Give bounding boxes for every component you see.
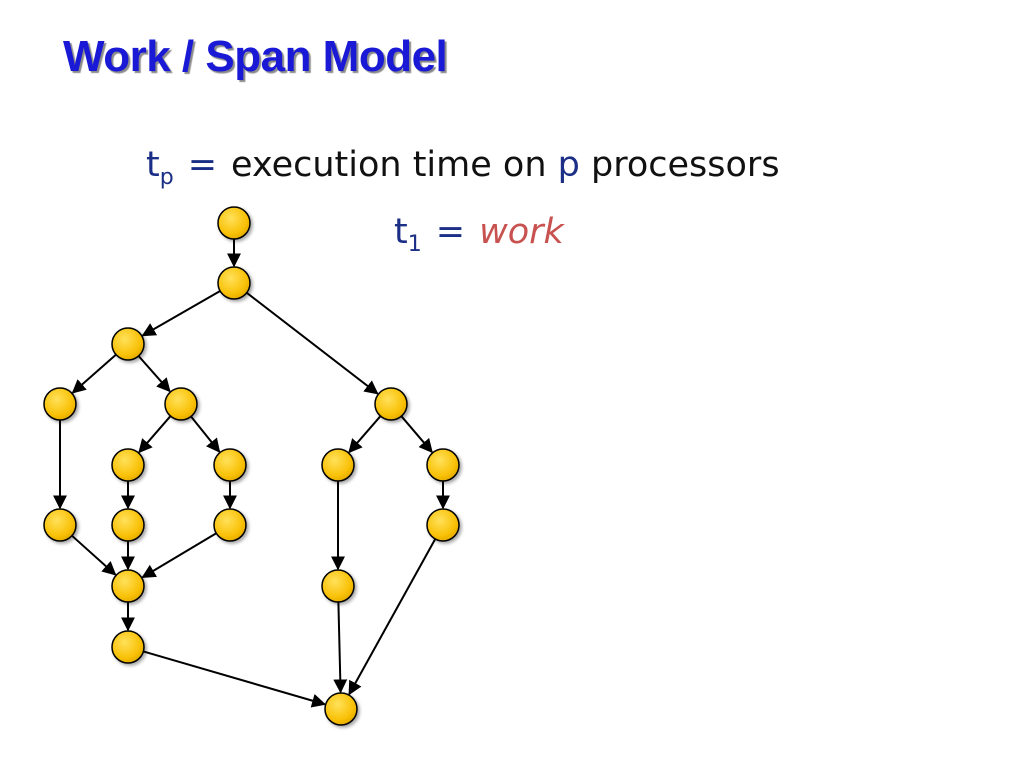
dag-node-n2 [111,327,145,361]
dag-edge-n1-n5 [246,291,379,395]
dag-edge-n2-n3 [71,353,117,394]
dag-node-n0 [217,206,251,240]
dag-node-n13 [426,508,460,542]
dag-edge-n2-n4 [137,355,171,393]
dag-node-n16 [321,569,355,603]
dag-node-n8 [321,448,355,482]
formula-tp-text-b: processors [591,145,780,185]
dag-node-n6 [111,448,145,482]
dag-node-n4 [164,387,198,421]
dag-node-n11 [111,508,145,542]
dag-edge-n10-n14 [71,534,117,576]
dag-edge-n15-n17 [143,650,327,708]
formula-tp-var: tp [146,145,174,190]
dag-node-n17 [324,692,358,726]
dag-edge-n13-n17 [348,538,437,696]
formula-tp-p: p [557,145,580,185]
dag-edges [53,239,450,708]
dag-edge-n4-n7 [190,415,221,453]
dag-edge-n5-n9 [400,415,433,454]
formula-t1-var: t1 [394,212,422,257]
dag-node-n1 [217,266,251,300]
dag-node-n5 [374,387,408,421]
formula-t1-equals: = [435,212,466,252]
slide-title: Work / Span Model [63,32,448,81]
formula-tp-equals: = [187,145,218,185]
dag-node-n15 [111,630,145,664]
dag-edge-n4-n6 [138,415,172,454]
dag-node-n7 [213,448,247,482]
dag-node-n3 [43,387,77,421]
dag-node-n10 [43,508,77,542]
dag-edge-n5-n8 [348,415,382,454]
dag-edge-n1-n2 [141,290,221,337]
formula-t1-work: work [479,212,564,252]
dag-node-n12 [213,508,247,542]
dag-node-n14 [111,569,145,603]
formula-t1: t1 = work [394,212,564,257]
dag-node-n9 [426,448,460,482]
dag-nodes [43,206,460,726]
formula-tp: tp = execution time on p processors [146,145,780,190]
formula-tp-text-a: execution time on [231,145,547,185]
dag-edge-n16-n17 [333,601,348,694]
dag-edge-n12-n14 [141,532,217,579]
